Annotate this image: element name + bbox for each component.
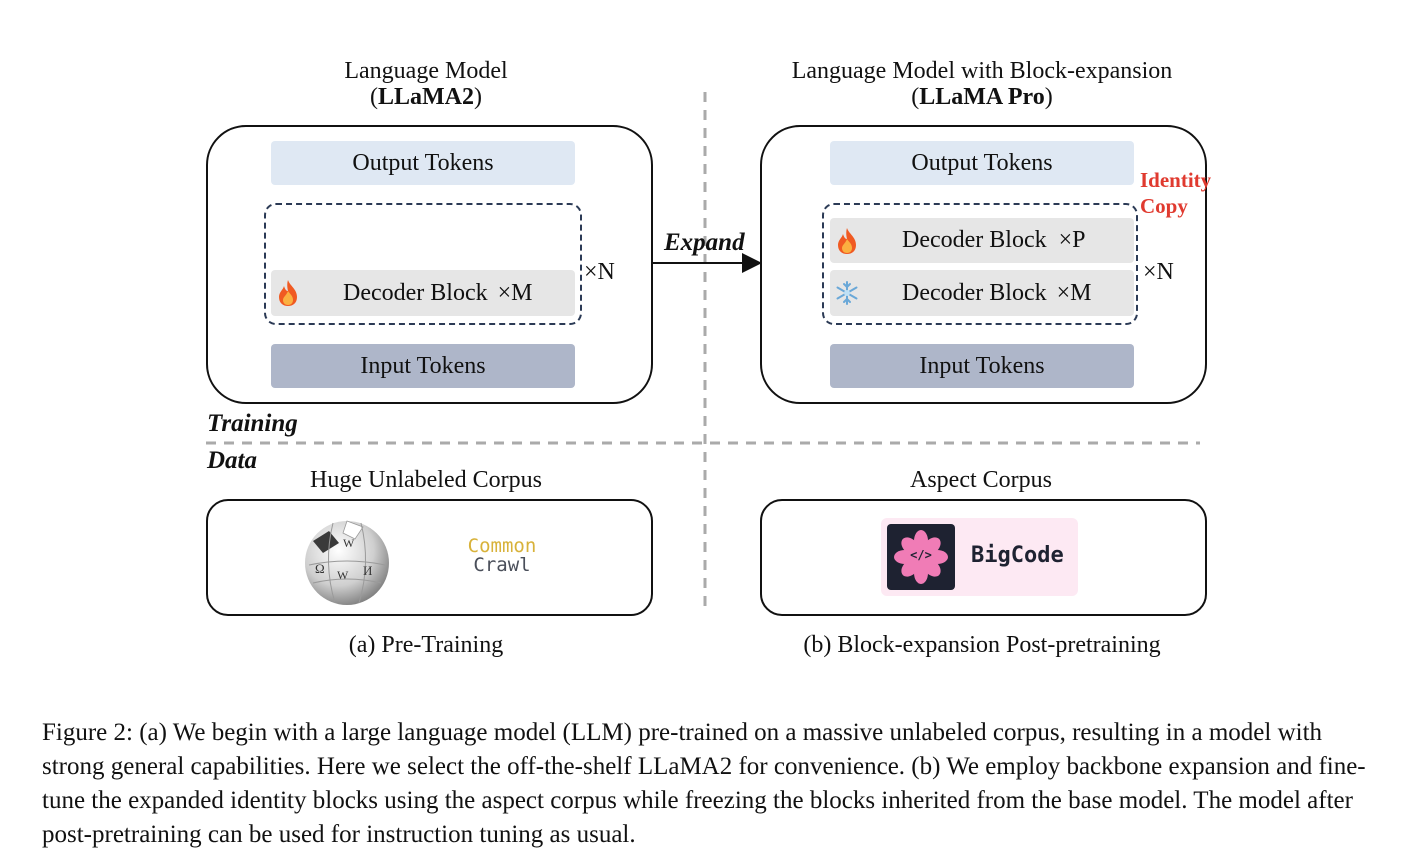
left-decoder-label: Decoder Block xyxy=(343,279,488,306)
left-title-model: LLaMA2 xyxy=(378,84,474,110)
bigcode-glyph: </> xyxy=(910,548,932,562)
right-input-tokens: Input Tokens xyxy=(830,344,1134,388)
right-title-model: LLaMA Pro xyxy=(919,84,1045,110)
right-repeat-group xyxy=(822,203,1138,325)
left-decoder-mult: ×M xyxy=(497,279,533,306)
left-corpus-box xyxy=(206,499,653,616)
right-repeat-label: ×N xyxy=(1143,259,1174,285)
data-label: Data xyxy=(207,447,257,474)
right-decoder-bottom-label: Decoder Block xyxy=(902,279,1047,306)
right-decoder-bottom-mult: ×M xyxy=(1056,279,1092,306)
left-output-tokens: Output Tokens xyxy=(271,141,575,185)
identity-copy-label: Identity Copy xyxy=(1140,167,1211,219)
left-corpus-title: Huge Unlabeled Corpus xyxy=(310,467,542,493)
fire-icon xyxy=(279,280,297,306)
svg-text:И: И xyxy=(363,563,372,578)
svg-text:W: W xyxy=(337,568,349,582)
right-title-line1: Language Model with Block-expansion xyxy=(791,58,1173,84)
common-crawl-line1: Common xyxy=(467,535,537,557)
right-output-tokens: Output Tokens xyxy=(830,141,1134,185)
snowflake-icon xyxy=(836,281,858,305)
left-input-tokens: Input Tokens xyxy=(271,344,575,388)
right-corpus-title: Aspect Corpus xyxy=(910,467,1052,493)
right-decoder-block-top: Decoder Block ×P xyxy=(830,218,1134,263)
left-decoder-block: Decoder Block ×M xyxy=(271,270,575,316)
subcaption-b: (b) Block-expansion Post-pretraining xyxy=(803,632,1161,658)
bigcode-flower-icon xyxy=(894,530,948,584)
identity-line1: Identity xyxy=(1140,168,1212,192)
left-repeat-group xyxy=(264,203,582,325)
svg-text:Ω: Ω xyxy=(315,561,325,576)
left-title: Language Model (LLaMA2) xyxy=(226,58,626,110)
svg-text:W: W xyxy=(343,536,355,550)
expand-label: Expand xyxy=(664,229,745,256)
right-title: Language Model with Block-expansion (LLa… xyxy=(732,58,1232,110)
left-repeat-label: ×N xyxy=(584,259,615,285)
training-label: Training xyxy=(207,410,298,437)
bigcode-logo: </> BigCode xyxy=(881,518,1078,596)
bigcode-label: BigCode xyxy=(971,543,1064,568)
figure-caption: Figure 2: (a) We begin with a large lang… xyxy=(42,719,1366,848)
right-decoder-top-mult: ×P xyxy=(1058,227,1086,253)
right-decoder-top-label: Decoder Block xyxy=(902,227,1047,253)
common-crawl-line2: Crawl xyxy=(473,554,531,576)
left-title-line1: Language Model xyxy=(344,58,508,84)
fire-icon xyxy=(838,227,856,254)
wikipedia-globe-icon: Ω W И W xyxy=(305,520,389,605)
common-crawl-logo: Common Crawl xyxy=(444,537,560,575)
identity-line2: Copy xyxy=(1140,194,1188,218)
subcaption-a: (a) Pre-Training xyxy=(348,632,504,658)
right-decoder-block-bottom: Decoder Block ×M xyxy=(830,270,1134,316)
bigcode-badge: </> xyxy=(887,524,955,590)
